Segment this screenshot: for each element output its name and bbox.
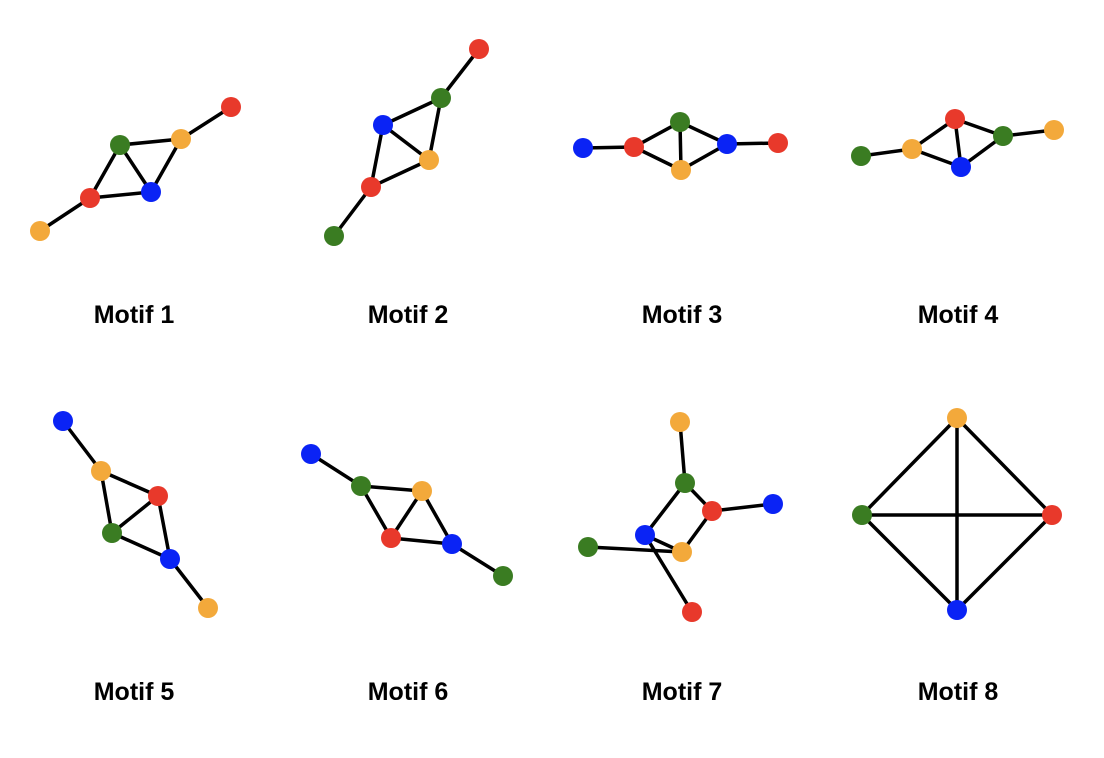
motif-1-node-blue	[141, 182, 161, 202]
motif-2-node-orange	[419, 150, 439, 170]
motif-4-node-green	[851, 146, 871, 166]
motif-7-node-orange	[670, 412, 690, 432]
motif-2-node-green	[324, 226, 344, 246]
motif-5-node-green	[102, 523, 122, 543]
motif-4-node-red	[945, 109, 965, 129]
motif-1-label: Motif 1	[93, 301, 175, 329]
motif-7-node-orange	[672, 542, 692, 562]
motif-4-node-orange	[1044, 120, 1064, 140]
motif-5-graph	[53, 411, 218, 618]
motif-2-edge	[332, 185, 373, 238]
motif-7-edge	[710, 502, 775, 513]
motif-8-edge	[860, 513, 959, 612]
motif-1-node-red	[221, 97, 241, 117]
motif-7-edge	[643, 533, 694, 614]
motif-8-edge	[860, 416, 959, 517]
motif-8-node-green	[852, 505, 872, 525]
motif-7-edge	[586, 545, 684, 554]
motif-3-node-green	[670, 112, 690, 132]
motif-2-label: Motif 2	[367, 301, 449, 329]
motif-7-edge	[678, 420, 687, 485]
motif-5-label: Motif 5	[93, 678, 175, 706]
motif-8-graph	[852, 408, 1062, 620]
motif-2-edge	[369, 158, 431, 189]
motif-7-node-red	[702, 501, 722, 521]
motif-2-edge	[427, 96, 443, 162]
motif-1-node-orange	[30, 221, 50, 241]
motif-6-node-orange	[412, 481, 432, 501]
motif-4-label: Motif 4	[917, 301, 999, 329]
motif-4-node-blue	[951, 157, 971, 177]
motif-8-edge	[955, 416, 1054, 517]
motif-6-node-blue	[442, 534, 462, 554]
motif-6-node-blue	[301, 444, 321, 464]
motif-1-node-green	[110, 135, 130, 155]
motif-5-node-red	[148, 486, 168, 506]
motif-4-node-green	[993, 126, 1013, 146]
motif-1-graph	[30, 97, 241, 241]
motif-5-edge	[99, 469, 114, 535]
motif-5-edge	[168, 557, 210, 610]
motif-3-label: Motif 3	[641, 301, 723, 329]
motif-6-edge	[359, 484, 424, 493]
motif-4-graph	[851, 109, 1064, 177]
motif-2-node-red	[469, 39, 489, 59]
motif-3-node-orange	[671, 160, 691, 180]
motif-2-node-green	[431, 88, 451, 108]
motif-7-edge	[643, 481, 687, 537]
motif-5-node-blue	[160, 549, 180, 569]
motif-8-node-red	[1042, 505, 1062, 525]
motif-1-node-red	[80, 188, 100, 208]
motif-5-edge	[156, 494, 172, 561]
motif-8-label: Motif 8	[917, 678, 999, 706]
motif-3-node-red	[624, 137, 644, 157]
motif-2-graph	[324, 39, 489, 246]
motif-6-edge	[420, 489, 454, 546]
motif-5-node-blue	[53, 411, 73, 431]
motif-1-edge	[88, 190, 153, 200]
motif-6-edge	[359, 484, 393, 540]
motif-6-node-green	[493, 566, 513, 586]
motif-7-label: Motif 7	[641, 678, 723, 706]
motif-6-node-green	[351, 476, 371, 496]
motif-2-node-red	[361, 177, 381, 197]
motif-8-edge	[955, 513, 1054, 612]
motif-4-node-orange	[902, 139, 922, 159]
motif-8-node-blue	[947, 600, 967, 620]
motif-1-edge	[88, 143, 122, 200]
motif-5-node-orange	[198, 598, 218, 618]
motif-6-label: Motif 6	[367, 678, 449, 706]
motif-8-node-orange	[947, 408, 967, 428]
motif-6-edge	[389, 536, 454, 546]
motif-1-node-orange	[171, 129, 191, 149]
motif-6-graph	[301, 444, 513, 586]
motif-3-node-red	[768, 133, 788, 153]
motif-3-node-blue	[717, 134, 737, 154]
motif-5-node-orange	[91, 461, 111, 481]
motif-5-edge	[99, 469, 160, 498]
motif-7-node-blue	[635, 525, 655, 545]
motif-5-edge	[61, 419, 103, 473]
motif-7-node-green	[675, 473, 695, 493]
motif-7-graph	[578, 412, 783, 622]
motif-6-node-red	[381, 528, 401, 548]
motif-3-graph	[573, 112, 788, 180]
motif-2-edge	[439, 47, 481, 100]
motif-2-edge	[369, 123, 385, 189]
motif-3-node-blue	[573, 138, 593, 158]
motif-5-edge	[110, 531, 172, 561]
motif-6-edge	[450, 542, 505, 578]
motif-7-node-red	[682, 602, 702, 622]
motif-1-edge	[118, 137, 183, 147]
motif-2-node-blue	[373, 115, 393, 135]
motif-2-edge	[381, 96, 443, 127]
motif-1-edge	[149, 137, 183, 194]
motif-7-node-green	[578, 537, 598, 557]
motif-7-node-blue	[763, 494, 783, 514]
